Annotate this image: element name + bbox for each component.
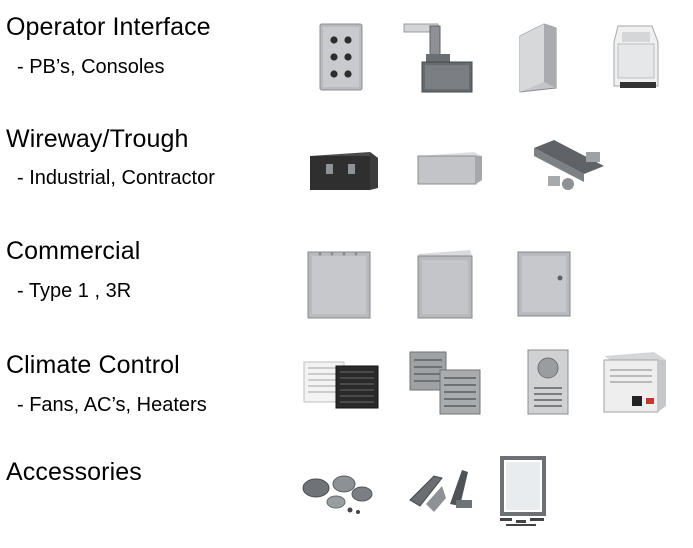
enclosure-heater-image [598,348,668,416]
category-title: Accessories [6,458,142,486]
contractor-trough-image [414,150,484,186]
filter-fans-image [302,358,380,410]
louvered-vents-image [408,350,482,416]
console-arm-image [403,22,474,94]
air-conditioner-image [526,348,570,416]
category-subtitle: - Fans, AC’s, Heaters [17,394,207,416]
type-3r-enclosure-image [416,248,474,320]
pushbutton-enclosure-image [318,22,364,92]
category-subtitle: - Industrial, Contractor [17,167,215,189]
wireway-trough-image [306,148,380,194]
hinged-cover-enclosure-image [516,250,572,318]
category-title: Wireway/Trough [6,125,189,153]
category-title: Climate Control [6,351,180,379]
sloped-enclosure-image [516,22,558,94]
category-subtitle: - PB’s, Consoles [17,56,165,78]
category-accessories: Accessories [0,448,693,548]
category-subtitle: - Type 1 , 3R [17,280,132,302]
category-operator-interface: Operator Interface - PB’s, Consoles [0,0,693,100]
latch-handles-image [406,464,476,516]
wireway-fittings-image [534,136,606,196]
operator-console-image [612,22,660,92]
hole-seals-image [300,470,376,516]
window-kit-image [496,454,550,528]
category-climate-control: Climate Control - Fans, AC’s, Heaters [0,340,693,440]
category-wireway-trough: Wireway/Trough - Industrial, Contractor [0,112,693,212]
category-title: Operator Interface [6,13,211,41]
category-title: Commercial [6,237,141,265]
category-commercial: Commercial - Type 1 , 3R [0,224,693,324]
commercial-enclosure-image [306,250,372,320]
